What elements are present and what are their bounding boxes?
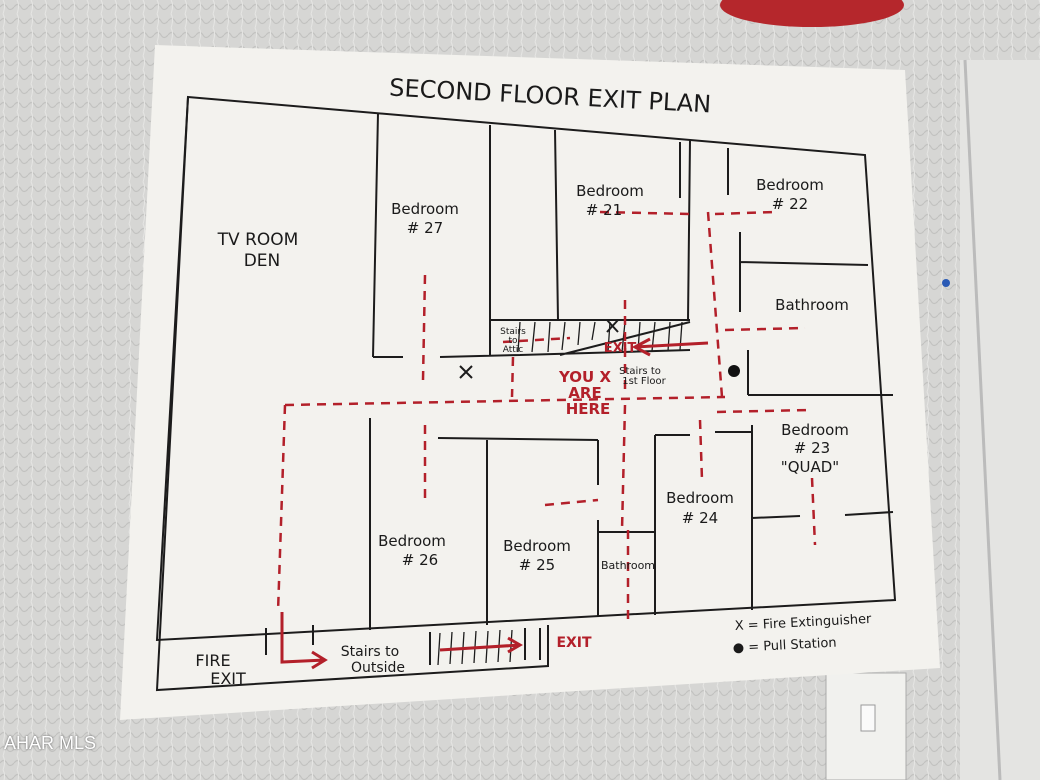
svg-text:TV ROOM: TV ROOM [217,230,299,250]
svg-text:DEN: DEN [244,251,281,271]
svg-text:# 26: # 26 [402,551,438,569]
bedroom-22-label: Bedroom # 22 [756,176,824,213]
pull-station-marker [728,365,740,377]
tv-room-label: TV ROOM DEN [217,230,299,271]
bedroom-25-label: Bedroom # 25 [503,537,571,574]
bedroom-21-label: Bedroom # 21 [576,182,644,219]
svg-text:Bedroom: Bedroom [666,489,734,507]
exit-label: EXIT [556,635,592,651]
bathroom-upper-label: Bathroom [775,296,849,314]
svg-text:# 27: # 27 [407,219,443,237]
you-are-here-marker: YOU X ARE HERE [558,368,611,418]
stairs-first-floor-label: Stairs to 1st Floor [619,366,667,387]
svg-text:Stairs to: Stairs to [619,366,661,377]
svg-text:Bedroom: Bedroom [756,176,824,194]
fire-extinguisher-markers [459,319,619,379]
bathroom-lower-label: Bathroom [601,559,655,572]
svg-text:YOU X: YOU X [558,368,611,386]
exit-routes [276,210,817,670]
svg-text:1st Floor: 1st Floor [622,376,666,387]
stairs-outside-label: Stairs to Outside [341,644,405,676]
svg-text:Attic: Attic [503,345,524,355]
svg-text:Bedroom: Bedroom [378,532,446,550]
svg-text:ARE: ARE [568,384,601,402]
svg-text:HERE: HERE [566,400,611,418]
svg-text:Bedroom: Bedroom [781,421,849,439]
legend-pull-station: ● = Pull Station [732,636,837,656]
svg-text:# 21: # 21 [586,201,622,219]
svg-text:Stairs to: Stairs to [341,644,399,660]
fire-bell [720,0,904,27]
svg-text:FIRE: FIRE [195,651,230,670]
legend: X = Fire Extinguisher ● = Pull Station [732,612,872,656]
bedroom-26-label: Bedroom # 26 [378,532,446,569]
push-pin [942,279,950,287]
fire-exit-label: FIRE EXIT [195,651,246,688]
svg-text:Bedroom: Bedroom [391,200,459,218]
svg-text:# 23: # 23 [794,439,830,457]
bedroom-23-label: Bedroom # 23 "QUAD" [781,421,849,476]
door-frame [960,60,1040,780]
svg-text:Outside: Outside [351,660,405,676]
watermark: AHAR MLS [4,733,97,753]
legend-extinguisher: X = Fire Extinguisher [734,612,872,634]
stairs-attic-label: Stairs to Attic [500,327,526,355]
svg-text:EXIT: EXIT [210,669,246,688]
svg-text:Bedroom: Bedroom [503,537,571,555]
bedroom-27-label: Bedroom # 27 [391,200,459,237]
svg-text:Stairs: Stairs [500,327,526,337]
svg-text:to: to [508,336,518,346]
walls [155,95,897,692]
exit-label-stairs: EXIT [604,341,637,356]
svg-text:# 22: # 22 [772,195,808,213]
svg-text:# 24: # 24 [682,509,718,527]
svg-text:Bedroom: Bedroom [576,182,644,200]
svg-text:"QUAD": "QUAD" [781,458,839,476]
bedroom-24-label: Bedroom # 24 [666,489,734,527]
svg-text:# 25: # 25 [519,556,555,574]
